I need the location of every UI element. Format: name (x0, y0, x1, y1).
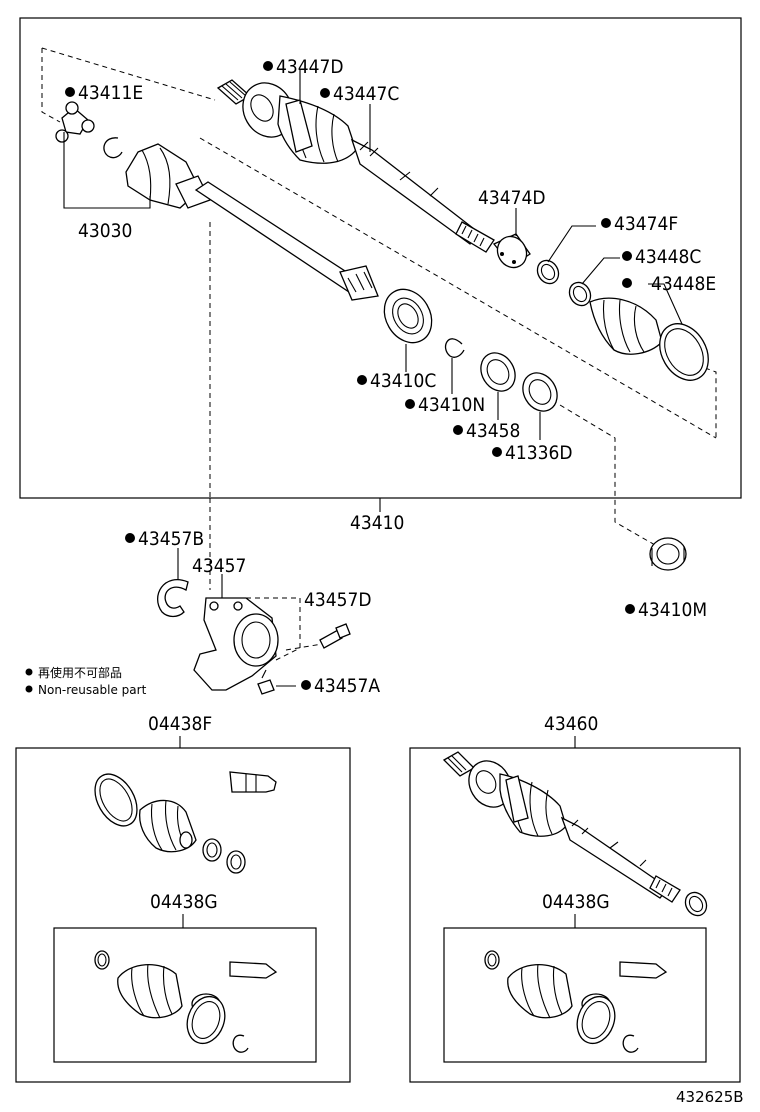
non-reusable-mark (263, 61, 273, 71)
inner-tripod-43411E[interactable] (55, 101, 95, 143)
label-43458: 43458 (466, 420, 520, 442)
leader-43448C (581, 257, 620, 285)
non-reusable-mark (625, 604, 635, 614)
label-41336D: 41336D (505, 442, 573, 464)
label-43474D: 43474D (478, 187, 546, 209)
part-43458-seal[interactable] (474, 347, 522, 398)
kit-43460-snap-ring[interactable] (681, 889, 710, 920)
non-reusable-mark (405, 399, 415, 409)
non-reusable-mark (320, 88, 330, 98)
part-43410N-snap-ring[interactable] (445, 338, 465, 358)
guide-line-bracket-box (246, 597, 301, 661)
non-reusable-mark (301, 680, 311, 690)
label-43474F: 43474F (614, 213, 678, 235)
non-reusable-mark (622, 251, 632, 261)
guide-line-bolt (285, 643, 323, 651)
outer-boot[interactable] (589, 297, 663, 355)
legend-dot-en (25, 685, 33, 693)
guide-line-diagonal (199, 137, 717, 439)
label-43460: 43460 (544, 713, 598, 735)
part-43448E-clamp[interactable] (650, 315, 718, 389)
label-43447C: 43447C (333, 83, 399, 105)
guide-line-inner-joint (41, 48, 61, 123)
part-43457-bracket[interactable] (193, 597, 279, 691)
legend-text-en: Non-reusable part (38, 683, 147, 697)
kit-04438F-snap-ring[interactable] (226, 850, 246, 874)
guide-line-top (41, 47, 216, 101)
guide-line-seal (559, 404, 656, 546)
leader-43448E (648, 283, 683, 325)
leader-43474F (547, 225, 596, 263)
legend-text-jp: 再使用不可部品 (38, 665, 122, 680)
part-43457B-snap-ring[interactable] (157, 579, 189, 618)
label-04438F: 04438F (148, 713, 212, 735)
label-43448E: 43448E (651, 273, 716, 295)
label-43457D: 43457D (304, 589, 372, 611)
label-43457A: 43457A (314, 675, 380, 697)
part-43410C-bearing[interactable] (375, 281, 441, 351)
label-43410: 43410 (350, 512, 404, 534)
non-reusable-mark (357, 375, 367, 385)
label-43457B: 43457B (138, 528, 204, 550)
label-04438G-left: 04438G (150, 891, 218, 913)
non-reusable-mark (65, 87, 75, 97)
kit-frame-04438G-left (53, 927, 317, 1063)
part-41336D-seal[interactable] (516, 367, 564, 418)
label-43411E: 43411E (78, 82, 143, 104)
kit-frame-04438F (15, 747, 351, 1083)
label-43030: 43030 (78, 220, 132, 242)
kit-04438F-clamp-large[interactable] (86, 767, 145, 833)
label-43448C: 43448C (635, 246, 701, 268)
part-43457A-bolt[interactable] (257, 669, 275, 695)
inner-snap-ring[interactable] (103, 137, 123, 159)
label-43410N: 43410N (418, 394, 485, 416)
part-43457D-bolt[interactable] (319, 623, 351, 649)
label-43410C: 43410C (370, 370, 436, 392)
kit-04438G-right-parts[interactable] (484, 950, 668, 1053)
kit-04438G-left-parts[interactable] (94, 950, 278, 1053)
kit-04438F-boot[interactable] (138, 799, 197, 853)
part-43474D-ring[interactable] (492, 231, 532, 273)
part-43448C-clamp[interactable] (565, 279, 594, 310)
legend-dot-jp (25, 668, 33, 676)
label-43447D: 43447D (276, 56, 344, 78)
label-04438G-right: 04438G (542, 891, 610, 913)
non-reusable-mark (125, 533, 135, 543)
kit-04438F-grease-tube[interactable] (229, 771, 277, 793)
part-43474F-snap-ring[interactable] (533, 257, 562, 288)
guide-line-right (704, 367, 717, 438)
kit-frame-43460 (409, 747, 741, 1083)
kit-frame-04438G-right (443, 927, 707, 1063)
non-reusable-mark (622, 278, 632, 288)
non-reusable-mark (492, 447, 502, 457)
leader-43030 (63, 132, 151, 209)
kit-43460-outer-shaft[interactable] (442, 751, 681, 903)
non-reusable-mark (453, 425, 463, 435)
non-reusable-mark (601, 218, 611, 228)
kit-04438F-clamp-small[interactable] (202, 838, 222, 862)
diagram-reference-number: 432625B (676, 1088, 744, 1106)
label-43410M: 43410M (638, 599, 707, 621)
outer-joint-shaft[interactable] (216, 74, 495, 253)
label-43457: 43457 (192, 555, 246, 577)
inner-joint-housing-43030[interactable] (125, 143, 379, 301)
part-43410M-seal[interactable] (649, 537, 687, 571)
